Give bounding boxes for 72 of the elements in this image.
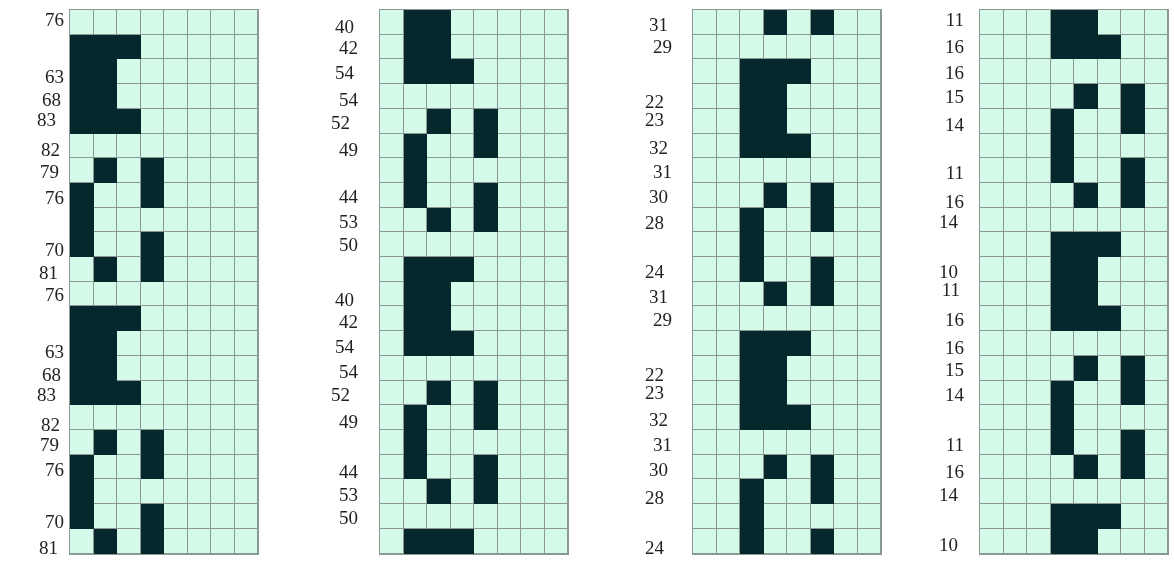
row-value: 16 — [945, 338, 964, 357]
row-value: 53 — [339, 485, 358, 504]
row-value: 14 — [945, 115, 964, 134]
row-value: 63 — [45, 67, 64, 86]
row-value: 31 — [653, 435, 672, 454]
row-value: 24 — [645, 538, 664, 557]
row-value: 29 — [653, 310, 672, 329]
row-value: 16 — [945, 37, 964, 56]
row-value: 11 — [945, 435, 964, 454]
row-value: 54 — [339, 90, 358, 109]
row-value: 16 — [945, 462, 964, 481]
row-value: 54 — [335, 63, 354, 82]
row-value: 11 — [941, 280, 960, 299]
row-value: 76 — [45, 10, 64, 29]
row-value: 24 — [645, 262, 664, 281]
row-value: 70 — [45, 512, 64, 531]
row-value: 81 — [39, 263, 58, 282]
row-value: 82 — [41, 415, 60, 434]
row-value: 70 — [45, 240, 64, 259]
row-value: 76 — [45, 285, 64, 304]
row-value: 68 — [42, 365, 61, 384]
row-value: 29 — [653, 37, 672, 56]
row-value: 10 — [939, 262, 958, 281]
row-value: 32 — [649, 138, 668, 157]
row-value: 31 — [649, 15, 668, 34]
row-value: 54 — [335, 337, 354, 356]
row-value: 63 — [45, 342, 64, 361]
row-value: 79 — [40, 162, 59, 181]
row-value: 44 — [339, 187, 358, 206]
row-value: 28 — [645, 488, 664, 507]
row-value: 22 — [645, 92, 664, 111]
row-value: 31 — [653, 162, 672, 181]
row-value: 31 — [649, 287, 668, 306]
row-value: 76 — [45, 460, 64, 479]
row-value: 49 — [339, 140, 358, 159]
row-value: 30 — [649, 187, 668, 206]
row-value: 16 — [945, 310, 964, 329]
row-value: 50 — [339, 235, 358, 254]
row-value: 16 — [945, 192, 964, 211]
row-value: 32 — [649, 410, 668, 429]
row-value: 68 — [42, 90, 61, 109]
row-value: 23 — [645, 110, 664, 129]
row-value: 42 — [339, 38, 358, 57]
row-value: 30 — [649, 460, 668, 479]
row-value: 14 — [939, 485, 958, 504]
row-value: 76 — [45, 188, 64, 207]
row-value: 83 — [37, 110, 56, 129]
row-value: 50 — [339, 508, 358, 527]
row-value: 15 — [945, 87, 964, 106]
row-value: 54 — [339, 362, 358, 381]
row-value: 40 — [335, 17, 354, 36]
row-value: 82 — [41, 140, 60, 159]
row-value: 42 — [339, 312, 358, 331]
row-value: 40 — [335, 290, 354, 309]
row-value: 15 — [945, 360, 964, 379]
row-value: 28 — [645, 213, 664, 232]
row-value: 22 — [645, 365, 664, 384]
row-value: 83 — [37, 385, 56, 404]
row-value: 52 — [331, 385, 350, 404]
row-value: 79 — [40, 435, 59, 454]
row-value: 52 — [331, 113, 350, 132]
row-value: 23 — [645, 383, 664, 402]
row-value: 10 — [939, 535, 958, 554]
row-value: 44 — [339, 462, 358, 481]
row-value: 11 — [945, 163, 964, 182]
row-value: 53 — [339, 212, 358, 231]
row-value: 81 — [39, 538, 58, 557]
row-value: 14 — [945, 385, 964, 404]
row-value: 11 — [945, 10, 964, 29]
row-value: 16 — [945, 63, 964, 82]
row-value: 49 — [339, 412, 358, 431]
row-value: 14 — [939, 212, 958, 231]
